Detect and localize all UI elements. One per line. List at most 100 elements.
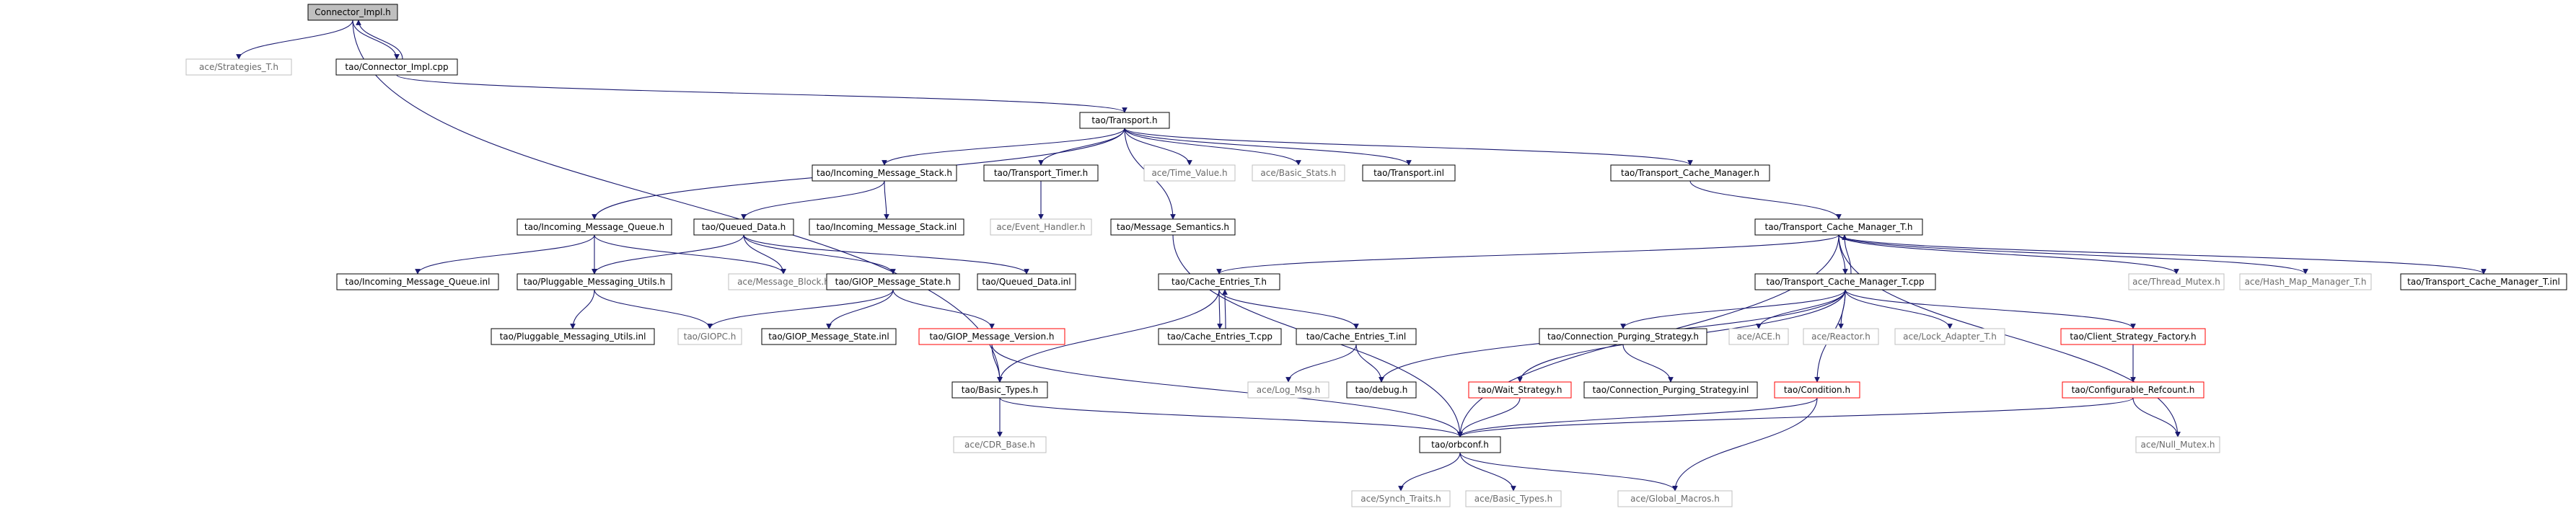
node-box[interactable] [1079,112,1170,129]
node-incoming_message_queue_h[interactable]: tao/Incoming_Message_Queue.h [516,218,672,236]
node-basic_types_tao_h[interactable]: tao/Basic_Types.h [951,381,1048,399]
node-box[interactable] [1468,381,1572,399]
node-box[interactable] [918,328,1065,345]
node-box[interactable] [1803,328,1879,345]
node-box[interactable] [2400,273,2567,290]
node-box[interactable] [491,328,655,345]
node-message_block_h[interactable]: ace/Message_Block.h [728,273,839,290]
node-strategies_t[interactable]: ace/Strategies_T.h [185,58,292,76]
node-box[interactable] [809,218,964,236]
node-incoming_message_stack_h[interactable]: tao/Incoming_Message_Stack.h [812,164,957,182]
node-incoming_message_queue_inl[interactable]: tao/Incoming_Message_Queue.inl [336,273,499,290]
node-basic_types_ace_h[interactable]: ace/Basic_Types.h [1465,490,1562,507]
node-box[interactable] [1362,164,1456,182]
node-incoming_message_stack_inl[interactable]: tao/Incoming_Message_Stack.inl [809,218,964,236]
node-queued_data_inl[interactable]: tao/Queued_Data.inl [977,273,1076,290]
node-box[interactable] [1583,381,1758,399]
node-box[interactable] [761,328,897,345]
node-queued_data_h[interactable]: tao/Queued_Data.h [693,218,794,236]
node-box[interactable] [516,218,672,236]
node-message_semantics_h[interactable]: tao/Message_Semantics.h [1110,218,1236,236]
node-box[interactable] [1754,273,1936,290]
node-box[interactable] [1465,490,1562,507]
node-wait_strategy_h[interactable]: tao/Wait_Strategy.h [1468,381,1572,399]
node-lock_adapter_t_h[interactable]: ace/Lock_Adapter_T.h [1894,328,2005,345]
node-box[interactable] [1539,328,1707,345]
node-box[interactable] [516,273,672,290]
node-time_value_h[interactable]: ace/Time_Value.h [1143,164,1236,182]
node-giop_message_state_h[interactable]: tao/GIOP_Message_State.h [826,273,960,290]
node-pluggable_messaging_utils_h[interactable]: tao/Pluggable_Messaging_Utils.h [516,273,672,290]
node-transport_cache_manager_t_inl[interactable]: tao/Transport_Cache_Manager_T.inl [2400,273,2567,290]
node-cache_entries_t_h[interactable]: tao/Cache_Entries_T.h [1158,273,1280,290]
node-box[interactable] [1894,328,2005,345]
node-basic_stats_h[interactable]: ace/Basic_Stats.h [1252,164,1345,182]
node-ace_h[interactable]: ace/ACE.h [1728,328,1789,345]
node-connector_impl_h[interactable]: Connector_Impl.h [307,4,398,21]
node-thread_mutex_h[interactable]: ace/Thread_Mutex.h [2128,273,2225,290]
node-box[interactable] [1351,490,1451,507]
node-orbconf_h[interactable]: tao/orbconf.h [1419,436,1501,453]
node-box[interactable] [1346,381,1417,399]
node-box[interactable] [2239,273,2372,290]
node-box[interactable] [2060,328,2206,345]
node-box[interactable] [1158,328,1282,345]
node-box[interactable] [2062,381,2204,399]
node-box[interactable] [977,273,1076,290]
node-label: ace/ACE.h [1737,332,1781,342]
node-transport_inl[interactable]: tao/Transport.inl [1362,164,1456,182]
node-null_mutex_h[interactable]: ace/Null_Mutex.h [2135,436,2220,453]
node-box[interactable] [1610,164,1770,182]
node-configurable_refcount_h[interactable]: tao/Configurable_Refcount.h [2062,381,2204,399]
node-box[interactable] [185,58,292,76]
node-log_msg_h[interactable]: ace/Log_Msg.h [1247,381,1329,399]
node-box[interactable] [951,381,1048,399]
node-transport_cache_manager_h[interactable]: tao/Transport_Cache_Manager.h [1610,164,1770,182]
node-cache_entries_t_cpp[interactable]: tao/Cache_Entries_T.cpp [1158,328,1282,345]
node-box[interactable] [953,436,1047,453]
node-box[interactable] [1252,164,1345,182]
node-cache_entries_t_inl[interactable]: tao/Cache_Entries_T.inl [1296,328,1417,345]
node-box[interactable] [1728,328,1789,345]
node-condition_h[interactable]: tao/Condition.h [1774,381,1860,399]
node-box[interactable] [1754,218,1923,236]
node-box[interactable] [1247,381,1329,399]
node-connection_purging_strategy_inl[interactable]: tao/Connection_Purging_Strategy.inl [1583,381,1758,399]
node-box[interactable] [1143,164,1236,182]
node-box[interactable] [2135,436,2220,453]
node-giopc_h[interactable]: tao/GIOPC.h [677,328,742,345]
node-box[interactable] [693,218,794,236]
node-hash_map_manager_t_h[interactable]: ace/Hash_Map_Manager_T.h [2239,273,2372,290]
node-box[interactable] [812,164,957,182]
node-transport_h[interactable]: tao/Transport.h [1079,112,1170,129]
node-transport_cache_manager_t_cpp[interactable]: tao/Transport_Cache_Manager_T.cpp [1754,273,1936,290]
node-box[interactable] [1158,273,1280,290]
node-box[interactable] [335,58,458,76]
node-transport_cache_manager_t_h[interactable]: tao/Transport_Cache_Manager_T.h [1754,218,1923,236]
node-box[interactable] [1774,381,1860,399]
node-box[interactable] [336,273,499,290]
node-box[interactable] [1296,328,1417,345]
node-box[interactable] [2128,273,2225,290]
node-box[interactable] [826,273,960,290]
node-event_handler_h[interactable]: ace/Event_Handler.h [990,218,1092,236]
node-client_strategy_factory_h[interactable]: tao/Client_Strategy_Factory.h [2060,328,2206,345]
node-reactor_h[interactable]: ace/Reactor.h [1803,328,1879,345]
node-connection_purging_strategy_h[interactable]: tao/Connection_Purging_Strategy.h [1539,328,1707,345]
node-box[interactable] [1617,490,1733,507]
node-box[interactable] [1419,436,1501,453]
node-pluggable_messaging_utils_inl[interactable]: tao/Pluggable_Messaging_Utils.inl [491,328,655,345]
node-transport_timer_h[interactable]: tao/Transport_Timer.h [983,164,1099,182]
node-synch_traits_h[interactable]: ace/Synch_Traits.h [1351,490,1451,507]
node-debug_h[interactable]: tao/debug.h [1346,381,1417,399]
node-box[interactable] [990,218,1092,236]
node-giop_message_state_inl[interactable]: tao/GIOP_Message_State.inl [761,328,897,345]
node-box[interactable] [677,328,742,345]
node-box[interactable] [1110,218,1236,236]
node-giop_message_version_h[interactable]: tao/GIOP_Message_Version.h [918,328,1065,345]
node-cdr_base_h[interactable]: ace/CDR_Base.h [953,436,1047,453]
node-box[interactable] [983,164,1099,182]
node-box[interactable] [307,4,398,21]
node-connector_impl_cpp[interactable]: tao/Connector_Impl.cpp [335,58,458,76]
node-global_macros_h[interactable]: ace/Global_Macros.h [1617,490,1733,507]
